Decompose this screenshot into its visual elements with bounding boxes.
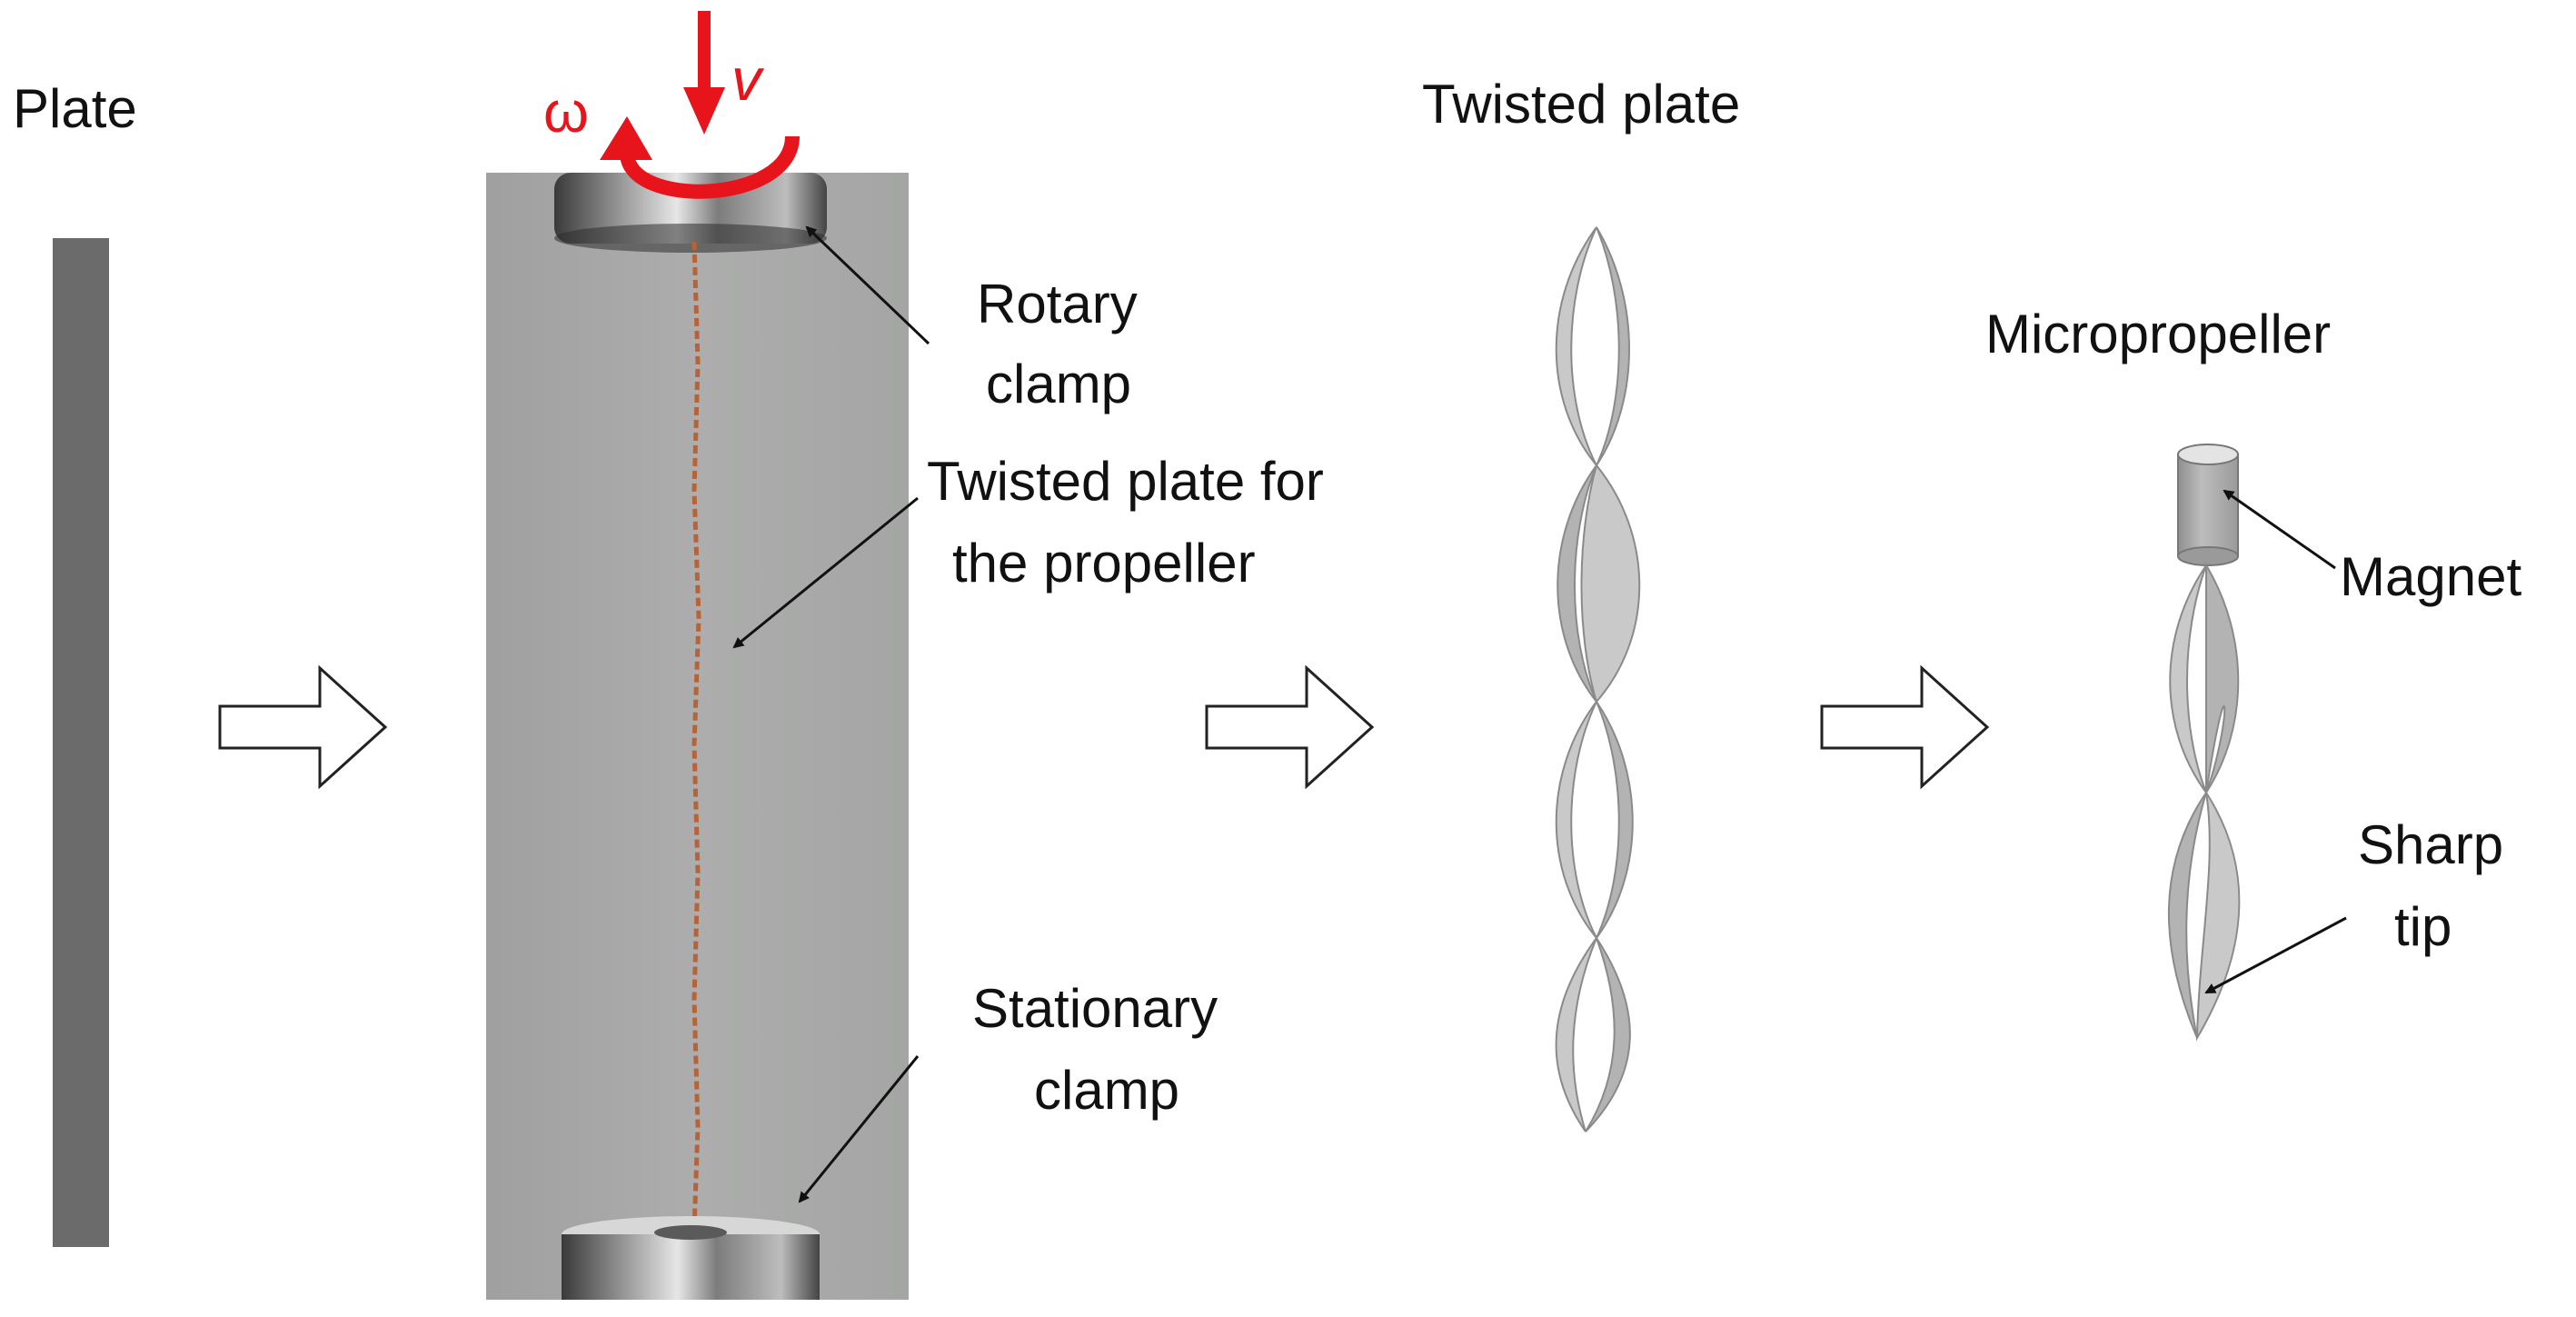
plate-label: Plate [13, 78, 137, 139]
stationary-clamp-pointer [798, 1055, 920, 1203]
rotary-clamp-label-2: clamp [986, 354, 1131, 414]
rotary-clamp [554, 173, 827, 253]
micropropeller [2168, 444, 2241, 1042]
helix-lobe-3 [1580, 463, 1641, 704]
process-arrow-3 [1820, 664, 1990, 790]
magnet [2177, 444, 2239, 566]
helix-lobe-6 [1596, 701, 1634, 939]
magnet-label: Magnet [2340, 546, 2521, 607]
rotation-indicator [600, 116, 800, 199]
process-arrow-2 [1205, 664, 1375, 790]
magnet-pointer [2223, 489, 2336, 570]
sharp-tip-label-2: tip [2394, 896, 2452, 957]
propeller-lobe-3 [2195, 792, 2241, 1042]
push-indicator [683, 11, 725, 135]
twisting-apparatus-photo [486, 173, 909, 1300]
twisted-plate-pointer [732, 496, 919, 649]
omega-label: ω [543, 79, 589, 145]
hollow-right-arrow-icon [218, 664, 388, 790]
propeller-lobe-4 [2168, 792, 2207, 1039]
propeller-lobe-1 [2169, 564, 2207, 793]
micropropeller-label: Micropropeller [1985, 304, 2331, 364]
flat-plate [53, 238, 109, 1247]
helix-lobe-8 [1585, 937, 1631, 1132]
process-arrow-1 [218, 664, 388, 790]
twisted-plate-for-label-1: Twisted plate for [927, 451, 1324, 512]
helix-lobe-2 [1596, 226, 1630, 466]
twisted-plate-for-label-2: the propeller [952, 533, 1256, 594]
sharp-tip-label-1: Sharp [2358, 814, 2503, 875]
twisted-wire [691, 241, 701, 1230]
sharp-tip-pointer [2204, 916, 2347, 994]
hollow-right-arrow-icon [1205, 664, 1375, 790]
rotary-clamp-pointer [805, 225, 930, 345]
helix-lobe-1 [1555, 226, 1597, 466]
hollow-right-arrow-icon [1820, 664, 1990, 790]
twisted-plate-label: Twisted plate [1422, 74, 1740, 135]
curved-rotation-arrow-icon [620, 135, 800, 199]
helix-lobe-5 [1555, 701, 1597, 939]
rotary-clamp-label-1: Rotary [977, 274, 1138, 334]
photo-background [486, 173, 909, 1300]
stationary-clamp [562, 1216, 820, 1300]
velocity-label: v [731, 45, 765, 113]
twisted-plate-helix [1555, 226, 1641, 1132]
down-arrow-icon [683, 87, 725, 135]
propeller-lobe-2 [2205, 562, 2240, 793]
stationary-clamp-label-2: clamp [1034, 1060, 1179, 1121]
stationary-clamp-label-1: Stationary [972, 978, 1218, 1039]
helix-lobe-7 [1555, 937, 1597, 1132]
